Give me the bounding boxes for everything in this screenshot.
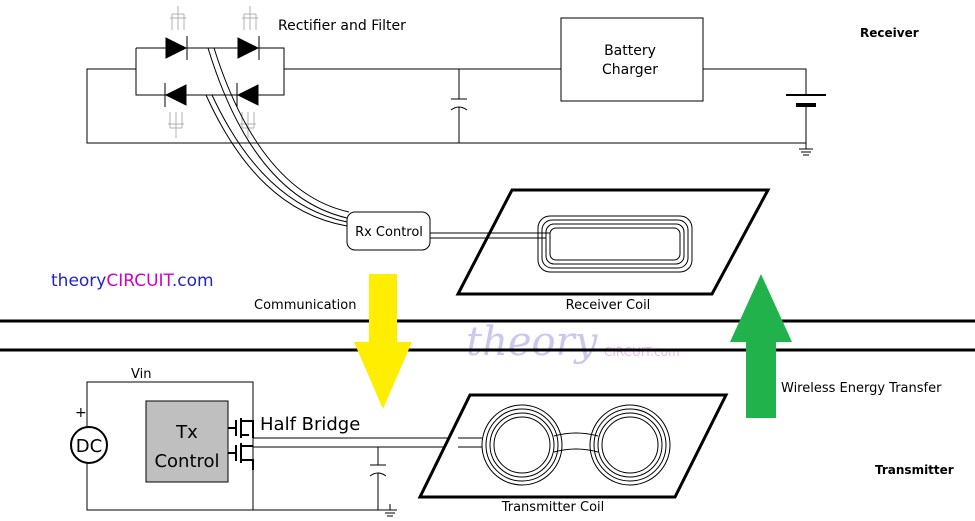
receiver-label: Receiver [860,26,919,40]
wireless-energy-label: Wireless Energy Transfer [781,381,942,396]
communication-label: Communication [254,298,356,313]
battery-charger-line2: Charger [602,62,658,78]
battery-icon [786,94,826,107]
battery-charger-line1: Battery [604,43,656,59]
energy-transfer-arrow-icon [730,274,792,418]
transmitter-coil-label: Transmitter Coil [501,500,605,515]
brand-com: .com [172,271,214,291]
transmitter-label: Transmitter [875,463,954,477]
tx-control-block [145,400,229,483]
ground-icon [383,509,397,517]
brand-theory: theory [51,271,106,291]
dc-source-icon [70,426,108,464]
communication-arrow-icon [354,274,412,409]
rx-control-box [346,211,431,251]
plus-sign: + [75,405,87,421]
diode-icon [236,84,259,106]
receiver-circuit [86,17,807,149]
watermark-circuit: CIRCUIT.com [604,345,680,359]
diode-icon [164,84,187,106]
receiver-coil-label: Receiver Coil [566,298,651,313]
rectifier-filter-label: Rectifier and Filter [278,18,406,34]
half-bridge-label: Half Bridge [260,414,360,435]
faded-mosfet-icons [168,6,258,138]
control-label: Control [154,451,219,472]
transmitter-circuit [86,381,458,511]
transmitter-coil [417,393,729,499]
brand-circuit: CIRCUIT [106,271,174,291]
ground-icon [799,148,813,156]
dc-label: DC [76,436,102,457]
watermark: theory CIRCUIT.com [466,319,680,365]
rx-control-label: Rx Control [355,225,423,240]
vin-label: Vin [131,367,151,382]
tx-label: Tx [175,422,198,443]
receiver-coil [430,188,771,296]
watermark-theory: theory [466,319,599,365]
rectifier-diodes [164,36,260,107]
brand-logo: theoryCIRCUIT.com [51,271,214,291]
half-bridge-mosfet-icons [228,418,254,470]
diode-icon [165,37,188,59]
diode-icon [237,37,260,59]
